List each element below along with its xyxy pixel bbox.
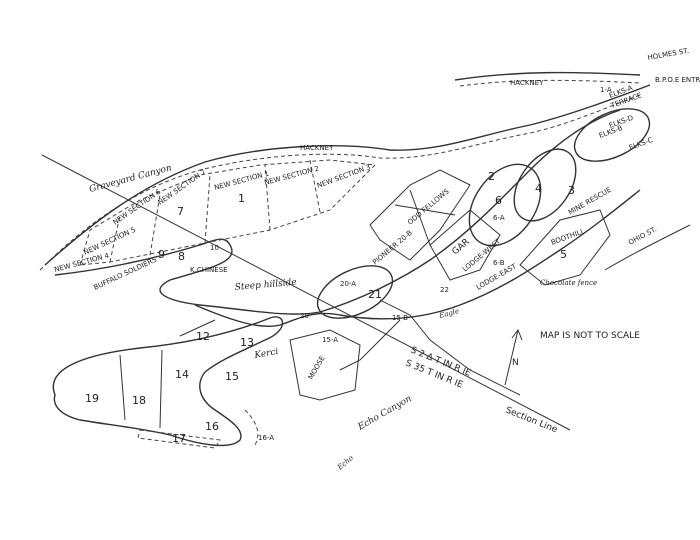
section-13: 13 — [240, 336, 254, 349]
new-section-1-label: NEW SECTION 1 — [213, 170, 269, 192]
section-2: 2 — [488, 170, 495, 183]
new-sections-boundary — [79, 159, 377, 266]
ns-div1 — [109, 214, 121, 263]
hackney-road-top — [454, 71, 641, 81]
ns-div4 — [264, 164, 271, 231]
divider-18-14 — [159, 349, 163, 429]
upper-boundary — [39, 94, 641, 271]
divider-19-18 — [119, 354, 126, 421]
section-22: 22 — [440, 286, 449, 294]
kerci-label: Kerci — [253, 347, 280, 361]
moose-label: MOOSE — [307, 355, 327, 381]
chocolate-fence-label: Chocolate fence — [540, 279, 597, 287]
section-15a: 15-A — [322, 336, 338, 344]
divider-12 — [179, 319, 216, 337]
section-20a: 20-A — [340, 280, 356, 288]
section-19: 19 — [85, 392, 99, 405]
section-16a: 16-A — [258, 434, 274, 442]
section-8: 8 — [178, 250, 185, 263]
section-14: 14 — [175, 368, 189, 381]
new-section-2-label: NEW SECTION 2 — [263, 165, 319, 187]
new-section-5-label: NEW SECTION 5 — [82, 226, 136, 257]
section-1: 1 — [238, 192, 245, 205]
hackney-road — [44, 84, 651, 266]
lower-road — [194, 189, 641, 327]
section-line — [41, 154, 571, 431]
bpoe-entrance-label: B.P.O.E ENTRANCE — [655, 76, 700, 84]
section-6b: 6-B — [493, 259, 505, 267]
eagle-label: Eagle — [437, 307, 460, 320]
contour-2 — [339, 319, 401, 371]
section-4: 4 — [535, 182, 542, 195]
plot-17 — [137, 429, 221, 449]
elks-c-label: ELKS-C — [628, 136, 654, 152]
echo-label: Echo — [335, 454, 355, 472]
section-15: 15 — [225, 370, 239, 383]
moose-block — [289, 329, 361, 401]
section-17: 17 — [172, 432, 186, 445]
lower-left-loop — [52, 316, 284, 447]
ns-div5 — [309, 159, 321, 213]
hackney-road-top-dash — [459, 79, 641, 87]
ns-div3 — [204, 174, 211, 244]
steep-hillside-label: Steep hillside — [234, 278, 297, 293]
plots-right — [369, 169, 471, 261]
oval-20a-21 — [316, 265, 394, 319]
ns-div2 — [149, 194, 161, 256]
oval-elks — [573, 108, 651, 162]
section-7: 7 — [177, 205, 184, 218]
plot-div-b — [409, 189, 431, 246]
section-21: 21 — [368, 288, 382, 301]
new-section-6-label: NEW SECTION 6 — [112, 187, 163, 226]
north-arrow-head — [511, 328, 523, 341]
ohio-road — [604, 224, 691, 271]
plot-16a — [244, 409, 259, 446]
section-12: 12 — [196, 330, 210, 343]
section-15b: 15-B — [392, 314, 408, 322]
oval-4 — [513, 148, 577, 222]
contour-1 — [379, 299, 521, 396]
north-label: N — [512, 358, 519, 368]
new-section-4-label: NEW SECTION 4 — [53, 251, 110, 273]
pioneer-label: PIONEER 20-B — [371, 229, 414, 267]
gar-label: GAR — [451, 237, 472, 257]
plot-div-a — [394, 204, 456, 216]
odd-fellows-label: ODD FELLOWS — [406, 187, 451, 227]
holmes-st-label: HOLMES ST. — [647, 47, 690, 62]
map-not-to-scale-label: MAP IS NOT TO SCALE — [540, 331, 640, 341]
section-3: 3 — [568, 184, 575, 197]
section-6: 6 — [495, 194, 502, 207]
section-9: 9 — [158, 248, 165, 261]
echo-canyon-label: Echo Canyon — [356, 394, 414, 433]
chinese-label: K.CHINESE — [190, 266, 228, 274]
hackney-road-label: HACKNEY — [300, 144, 334, 152]
section-1a: 1-A — [600, 86, 612, 94]
north-arrow — [504, 329, 519, 386]
section-10: 10 — [210, 244, 219, 252]
boothill-block — [519, 209, 611, 286]
hackney-top-label: HACKNEY — [510, 79, 544, 87]
section-5: 5 — [560, 248, 567, 261]
gar-block — [429, 209, 501, 281]
section-18: 18 — [132, 394, 146, 407]
graveyard-canyon-label: Graveyard Canyon — [88, 163, 173, 195]
section-16: 16 — [205, 420, 219, 433]
section-20: 20 — [300, 312, 309, 320]
oval-6 — [468, 163, 542, 247]
section-6a: 6-A — [493, 214, 505, 222]
